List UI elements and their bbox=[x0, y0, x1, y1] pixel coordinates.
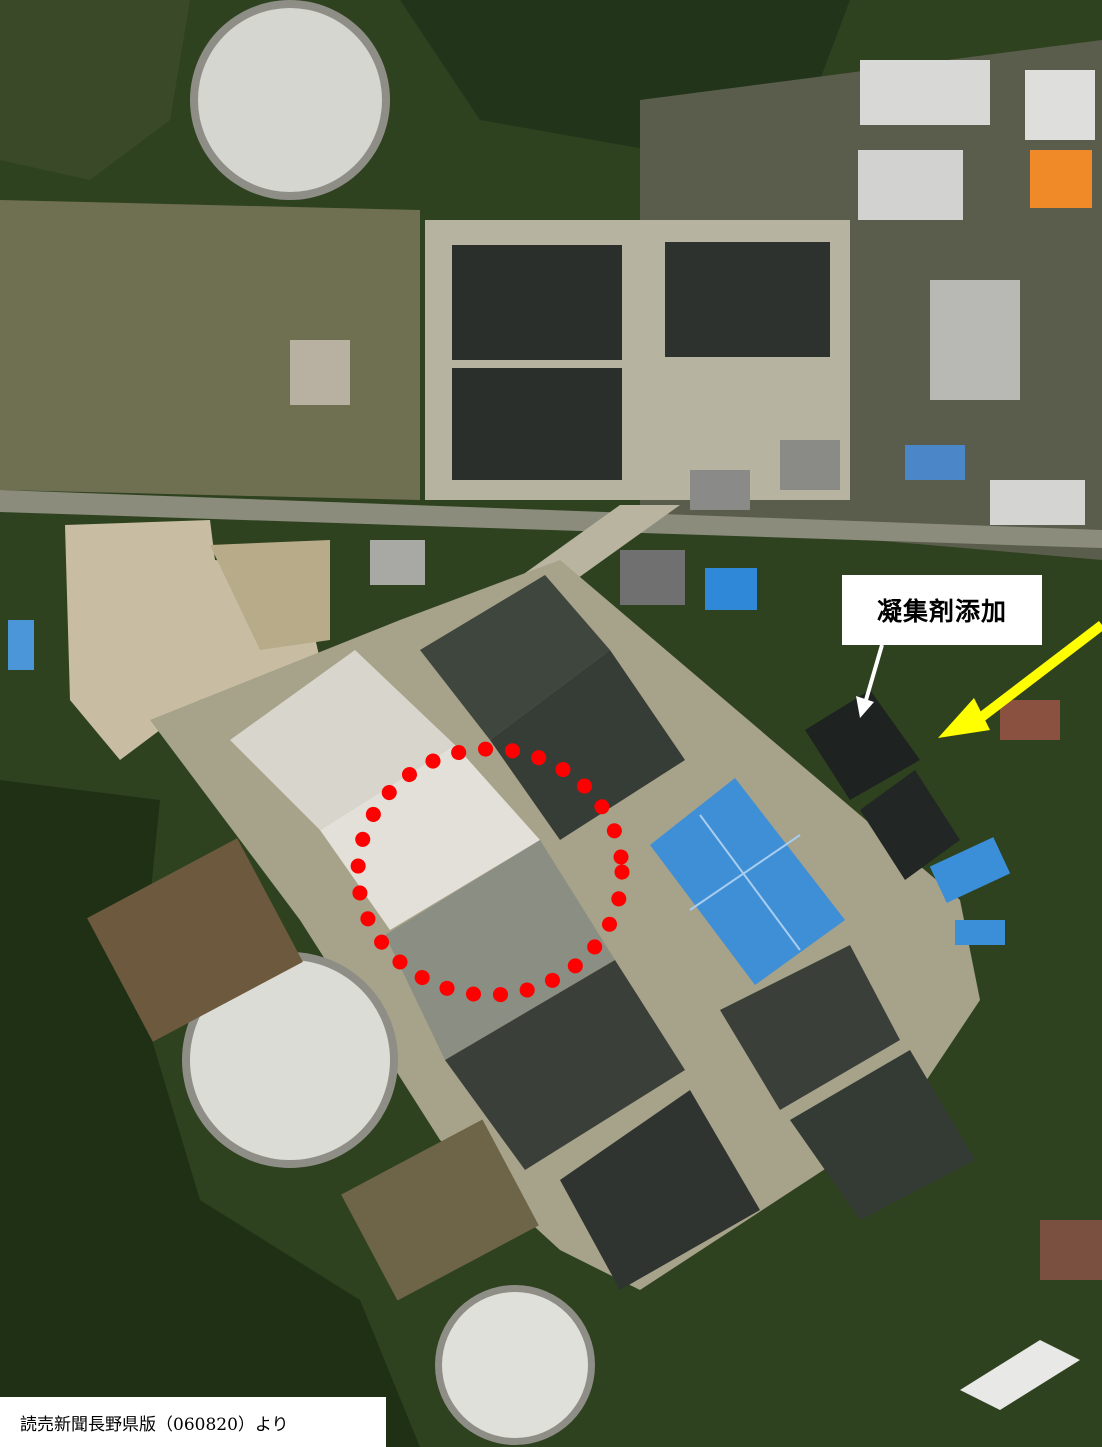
basin bbox=[560, 1090, 760, 1290]
orange-roof bbox=[1030, 150, 1092, 208]
building bbox=[858, 150, 963, 220]
basin bbox=[790, 1050, 975, 1220]
yellow-arrow-shaft bbox=[971, 621, 1102, 726]
basin bbox=[720, 945, 900, 1110]
roof-seam bbox=[689, 834, 801, 911]
ground-area bbox=[0, 200, 420, 500]
building bbox=[960, 1340, 1080, 1410]
building bbox=[780, 440, 840, 490]
basin bbox=[665, 242, 830, 357]
basin bbox=[490, 650, 685, 840]
building bbox=[1040, 1220, 1102, 1280]
building bbox=[860, 60, 990, 125]
blue-roof bbox=[8, 620, 34, 670]
basin bbox=[385, 840, 615, 1060]
roof-seam bbox=[699, 814, 801, 951]
building bbox=[370, 540, 425, 585]
building bbox=[690, 470, 750, 510]
forest-area bbox=[0, 0, 190, 180]
sandy-ground bbox=[210, 540, 330, 650]
annotation-label: 凝集剤添加 bbox=[842, 575, 1042, 645]
covered-basin bbox=[650, 778, 845, 985]
blue-roof bbox=[955, 920, 1005, 945]
photo-credit-text: 読売新聞長野県版（060820）より bbox=[20, 1414, 289, 1435]
road bbox=[0, 490, 1102, 548]
pointer-line bbox=[864, 644, 884, 701]
photo-credit: 読売新聞長野県版（060820）より bbox=[0, 1397, 386, 1447]
basin bbox=[230, 650, 455, 830]
building bbox=[341, 1119, 539, 1301]
round-tank bbox=[442, 1292, 588, 1438]
blue-roof bbox=[929, 837, 1011, 903]
building bbox=[1025, 70, 1095, 140]
yellow-arrowhead bbox=[938, 698, 990, 738]
basin bbox=[860, 770, 960, 880]
building bbox=[990, 480, 1085, 525]
basin bbox=[445, 960, 685, 1170]
building bbox=[290, 340, 350, 405]
building bbox=[620, 550, 685, 605]
building bbox=[1000, 700, 1060, 740]
building bbox=[930, 280, 1020, 400]
highlight-circle bbox=[350, 741, 630, 1003]
round-tank bbox=[198, 8, 382, 192]
round-tank bbox=[190, 960, 390, 1160]
basin bbox=[420, 575, 610, 740]
blue-roof bbox=[705, 568, 757, 610]
annotation-label-text: 凝集剤添加 bbox=[876, 597, 1007, 626]
basin bbox=[805, 690, 920, 800]
basin bbox=[452, 368, 622, 480]
basin bbox=[452, 245, 622, 360]
building bbox=[87, 838, 303, 1042]
blue-roof bbox=[905, 445, 965, 480]
basin bbox=[320, 745, 540, 930]
pointer-arrowhead bbox=[856, 696, 874, 718]
